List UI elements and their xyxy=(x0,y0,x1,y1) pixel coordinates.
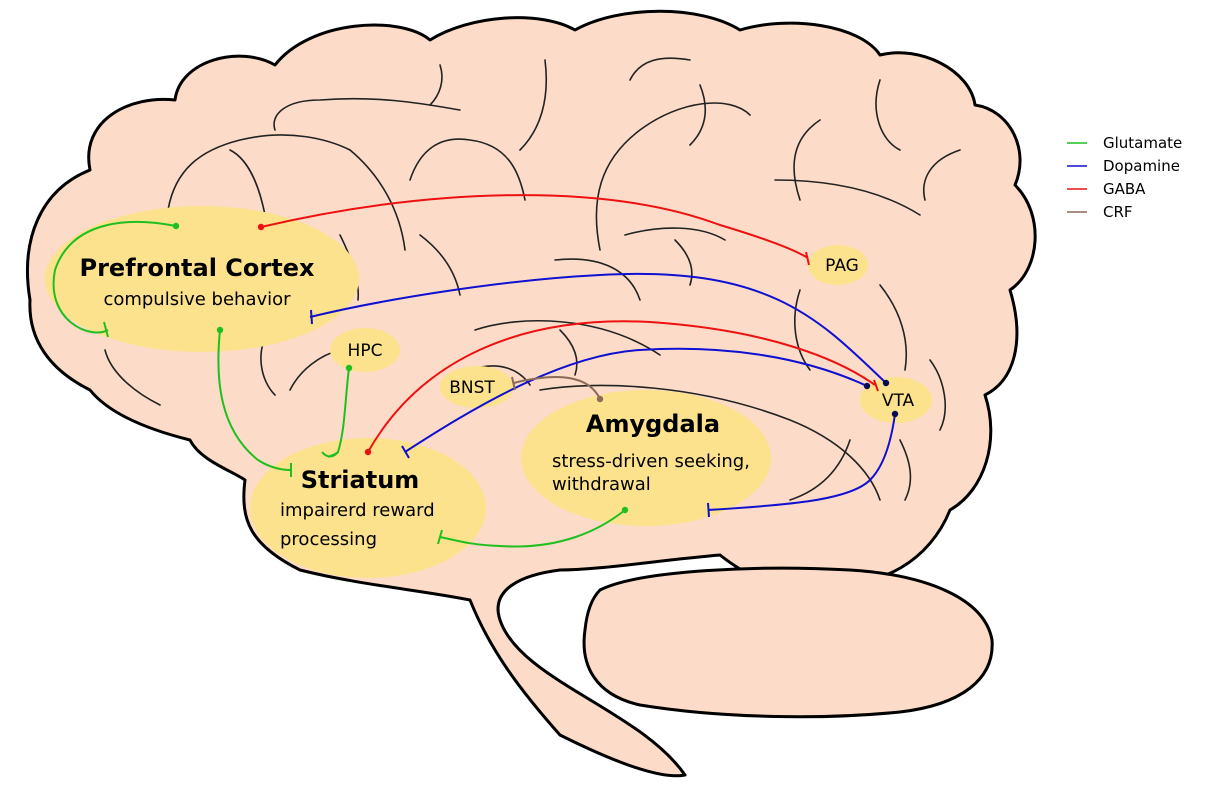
dot-glu-pfc-2 xyxy=(217,327,223,333)
dot-gaba-striatum xyxy=(365,449,371,455)
pag-label: PAG xyxy=(825,256,859,276)
dot-glu-amygdala xyxy=(622,507,628,513)
pfc-title: Prefrontal Cortex xyxy=(80,254,315,282)
legend-label-crf: CRF xyxy=(1103,203,1133,221)
striatum-subtitle-line2: processing xyxy=(280,529,377,550)
bnst-label: BNST xyxy=(449,378,495,398)
terminal-da-amygdala xyxy=(708,503,709,517)
dot-da-vta-3 xyxy=(892,411,898,417)
amygdala-subtitle-line2: withdrawal xyxy=(552,474,651,495)
cerebellum xyxy=(584,568,992,717)
dot-crf-amygdala xyxy=(597,396,603,402)
striatum-title: Striatum xyxy=(301,466,420,494)
amygdala-title: Amygdala xyxy=(586,410,720,438)
dot-da-vta-2 xyxy=(864,383,870,389)
dot-glu-pfc xyxy=(173,223,179,229)
vta-label: VTA xyxy=(882,391,915,411)
amygdala-subtitle-line1: stress-driven seeking, xyxy=(552,451,750,472)
legend-label-glutamate: Glutamate xyxy=(1103,134,1182,152)
pfc-subtitle: compulsive behavior xyxy=(103,289,291,310)
hpc-label: HPC xyxy=(348,341,383,361)
dot-gaba-pfc xyxy=(258,224,264,230)
terminal-da-pfc xyxy=(311,310,312,324)
dot-glu-hpc xyxy=(346,365,352,371)
striatum-subtitle-line1: impairerd reward xyxy=(280,500,435,521)
legend-label-gaba: GABA xyxy=(1103,180,1146,198)
legend-label-dopamine: Dopamine xyxy=(1103,157,1180,175)
legend: Glutamate Dopamine GABA CRF xyxy=(1067,134,1182,221)
dot-da-vta-1 xyxy=(883,380,889,386)
